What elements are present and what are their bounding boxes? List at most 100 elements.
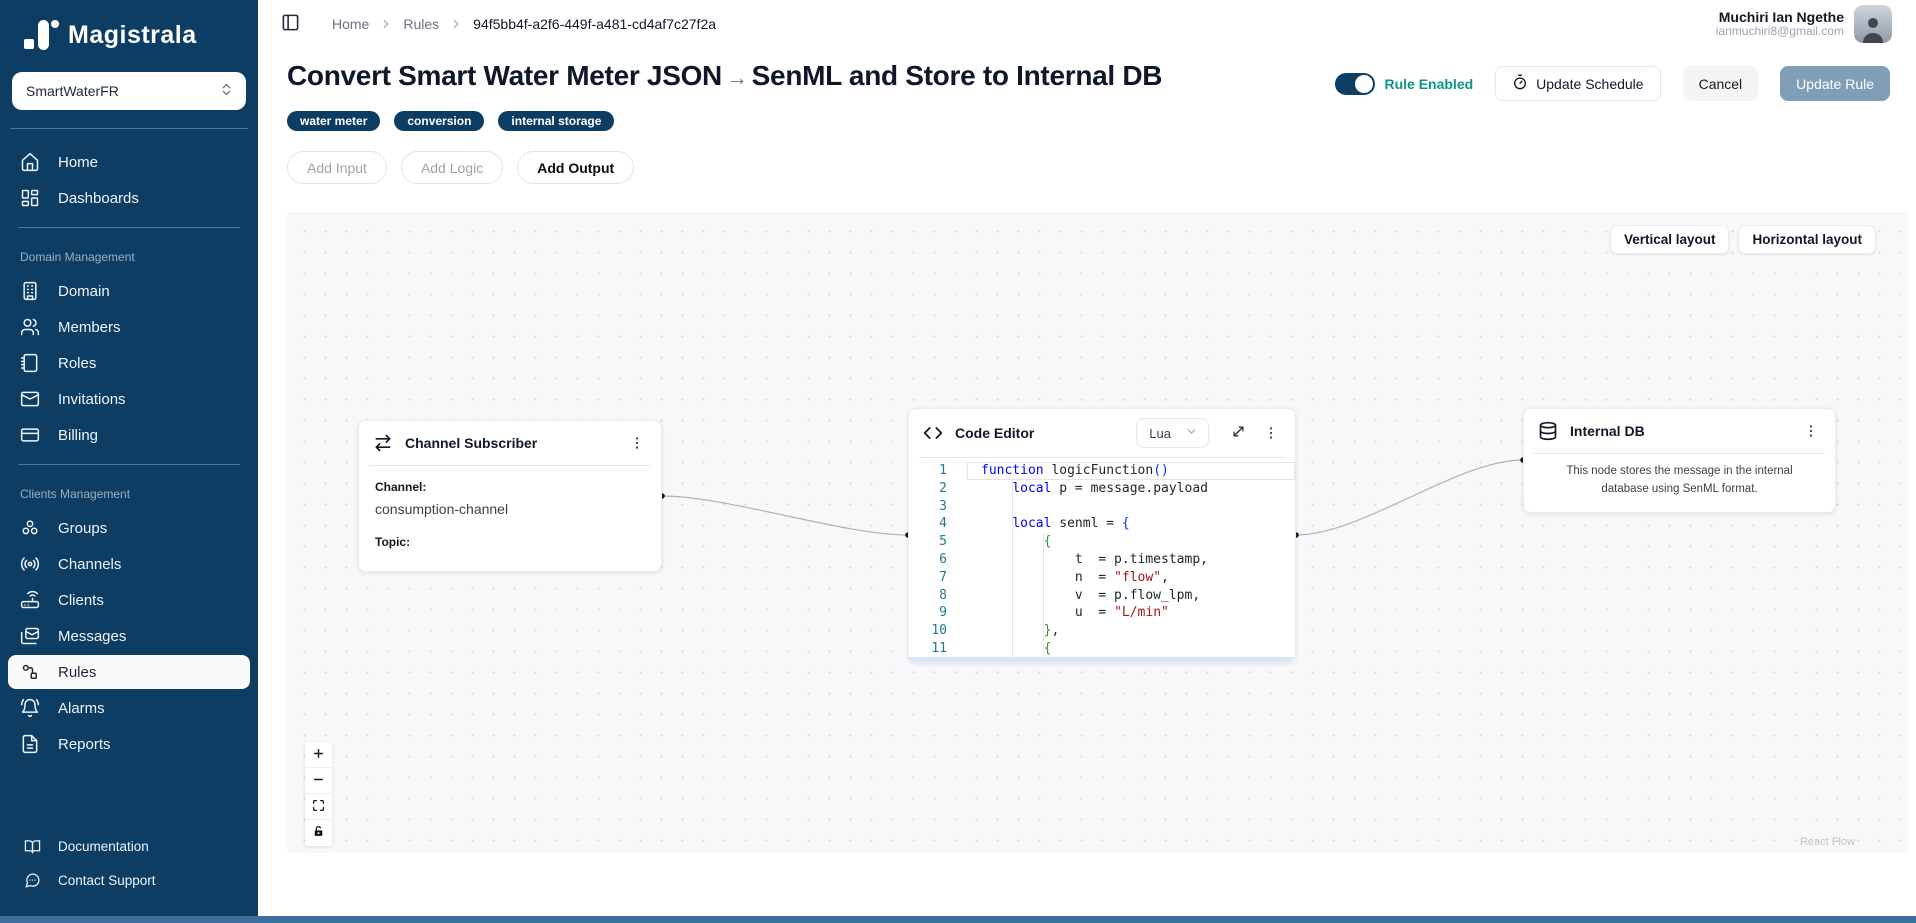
sidebar-item-invitations[interactable]: Invitations [8,382,250,416]
node-title: Channel Subscriber [405,435,538,451]
update-rule-button[interactable]: Update Rule [1780,66,1890,101]
expand-editor-button[interactable] [1227,422,1249,444]
radio-icon [20,554,40,574]
breadcrumb-current: 94f5bb4f-a2f6-449f-a481-cd4af7c27f2a [473,16,717,32]
database-icon [1539,421,1557,441]
sidebar-item-billing[interactable]: Billing [8,418,250,452]
topic-label: Topic: [375,535,411,549]
sidebar-item-rules[interactable]: Rules [8,655,250,689]
sidebar-item-groups[interactable]: Groups [8,511,250,545]
code-line-3: 3 [939,498,947,514]
sidebar-item-documentation[interactable]: Documentation [8,830,250,862]
code-line-8: 8 v = p.flow_lpm, [939,587,1201,603]
editor-scrollbar[interactable] [909,657,1295,662]
workspace-selector[interactable]: SmartWaterFR [12,72,246,110]
user-name: Muchiri Ian Ngethe [1718,9,1844,26]
sidebar-toggle-button[interactable] [276,10,304,38]
update-schedule-button[interactable]: Update Schedule [1495,66,1661,101]
zoom-out-button[interactable] [305,768,332,794]
sidebar-item-alarms[interactable]: Alarms [8,691,250,725]
fit-view-button[interactable] [305,794,332,820]
plus-icon [312,747,325,763]
zoom-in-button[interactable] [305,742,332,768]
lock-icon [312,825,325,841]
workflow-icon [20,662,40,682]
code-line-6: 6 t = p.timestamp, [939,551,1208,567]
rule-enabled-label: Rule Enabled [1384,75,1474,92]
rule-header: Convert Smart Water Meter JSON→SenML and… [258,48,1916,184]
node-menu-button[interactable] [627,433,647,453]
node-channel-subscriber[interactable]: Channel Subscriber Channel: consumption-… [358,420,662,572]
node-menu-button[interactable] [1801,421,1821,441]
code-icon [923,427,943,439]
sidebar-item-channels[interactable]: Channels [8,547,250,581]
notebook-icon [20,353,40,373]
file-text-icon [20,734,40,754]
add-logic-button[interactable]: Add Logic [400,151,504,184]
node-description: This node stores the message in the inte… [1566,465,1793,495]
mail-icon [20,389,40,409]
router-icon [20,590,40,610]
fit-view-icon [312,799,325,815]
tag-water-meter: water meter [287,111,381,131]
add-input-button[interactable]: Add Input [287,151,387,184]
rule-enabled-toggle[interactable] [1335,72,1376,95]
channel-value: consumption-channel [375,501,509,517]
section-label-clients-management: Clients Management [20,487,131,501]
tag-internal-storage: internal storage [498,111,615,131]
layout-buttons: Vertical layout Horizontal layout [1609,225,1876,254]
code-line-2: 2 local p = message.payload [939,480,1208,496]
bottom-strip [0,916,1916,923]
node-internal-db[interactable]: Internal DB This node stores the message… [1523,408,1836,513]
code-line-4: 4 local senml = { [939,516,1130,532]
arrow-right-left-icon [375,434,391,452]
rule-actions: Rule Enabled Update Schedule Cancel Upda… [1335,66,1890,101]
dashboards-icon [20,188,40,208]
add-output-button[interactable]: Add Output [517,151,635,184]
title-arrow: → [725,65,748,90]
magistrala-logo-icon [22,16,59,54]
panel-left-icon [281,13,300,35]
minus-icon [312,773,325,789]
sidebar-item-clients[interactable]: Clients [8,583,250,617]
chevron-right-icon [379,17,393,31]
bell-icon [20,698,40,718]
node-menu-button[interactable] [1261,423,1281,443]
language-select[interactable]: Lua [1136,418,1209,448]
breadcrumb-rules[interactable]: Rules [403,16,440,32]
breadcrumb: Home Rules 94f5bb4f-a2f6-449f-a481-cd4af7c… [332,16,716,32]
user-menu[interactable]: Muchiri Ian Ngethe ianmuchiri8@gmail.com [1716,5,1892,43]
sidebar-item-domain[interactable]: Domain [8,274,250,308]
tag-conversion: conversion [394,111,485,131]
add-node-buttons: Add Input Add Logic Add Output [287,151,1890,184]
sidebar-item-reports[interactable]: Reports [8,727,250,761]
app-logo: Magistrala [0,0,258,64]
users-icon [20,317,40,337]
flow-canvas[interactable]: Vertical layout Horizontal layout Channel… [287,212,1908,853]
vertical-layout-button[interactable]: Vertical layout [1609,225,1730,254]
sidebar-item-messages[interactable]: Messages [8,619,250,653]
sidebar-item-home[interactable]: Home [8,145,250,179]
message-circle-icon [22,870,42,890]
divider [18,227,240,228]
workspace-name: SmartWaterFR [26,83,119,99]
breadcrumb-home[interactable]: Home [332,16,370,32]
horizontal-layout-button[interactable]: Horizontal layout [1738,225,1876,254]
sidebar-item-members[interactable]: Members [8,310,250,344]
reactflow-attribution: React Flow [1799,836,1855,848]
avatar[interactable] [1854,5,1892,43]
sidebar-item-roles[interactable]: Roles [8,346,250,380]
divider [18,464,240,465]
chevron-down-icon [1185,425,1198,441]
building-icon [20,281,40,301]
sidebar-item-contact-support[interactable]: Contact Support [8,864,250,896]
node-title: Code Editor [955,425,1035,441]
page-title: Convert Smart Water Meter JSON→SenML and… [287,60,1163,91]
lock-button[interactable] [305,820,332,846]
cancel-button[interactable]: Cancel [1682,66,1759,101]
sidebar-item-dashboards[interactable]: Dashboards [8,181,250,215]
